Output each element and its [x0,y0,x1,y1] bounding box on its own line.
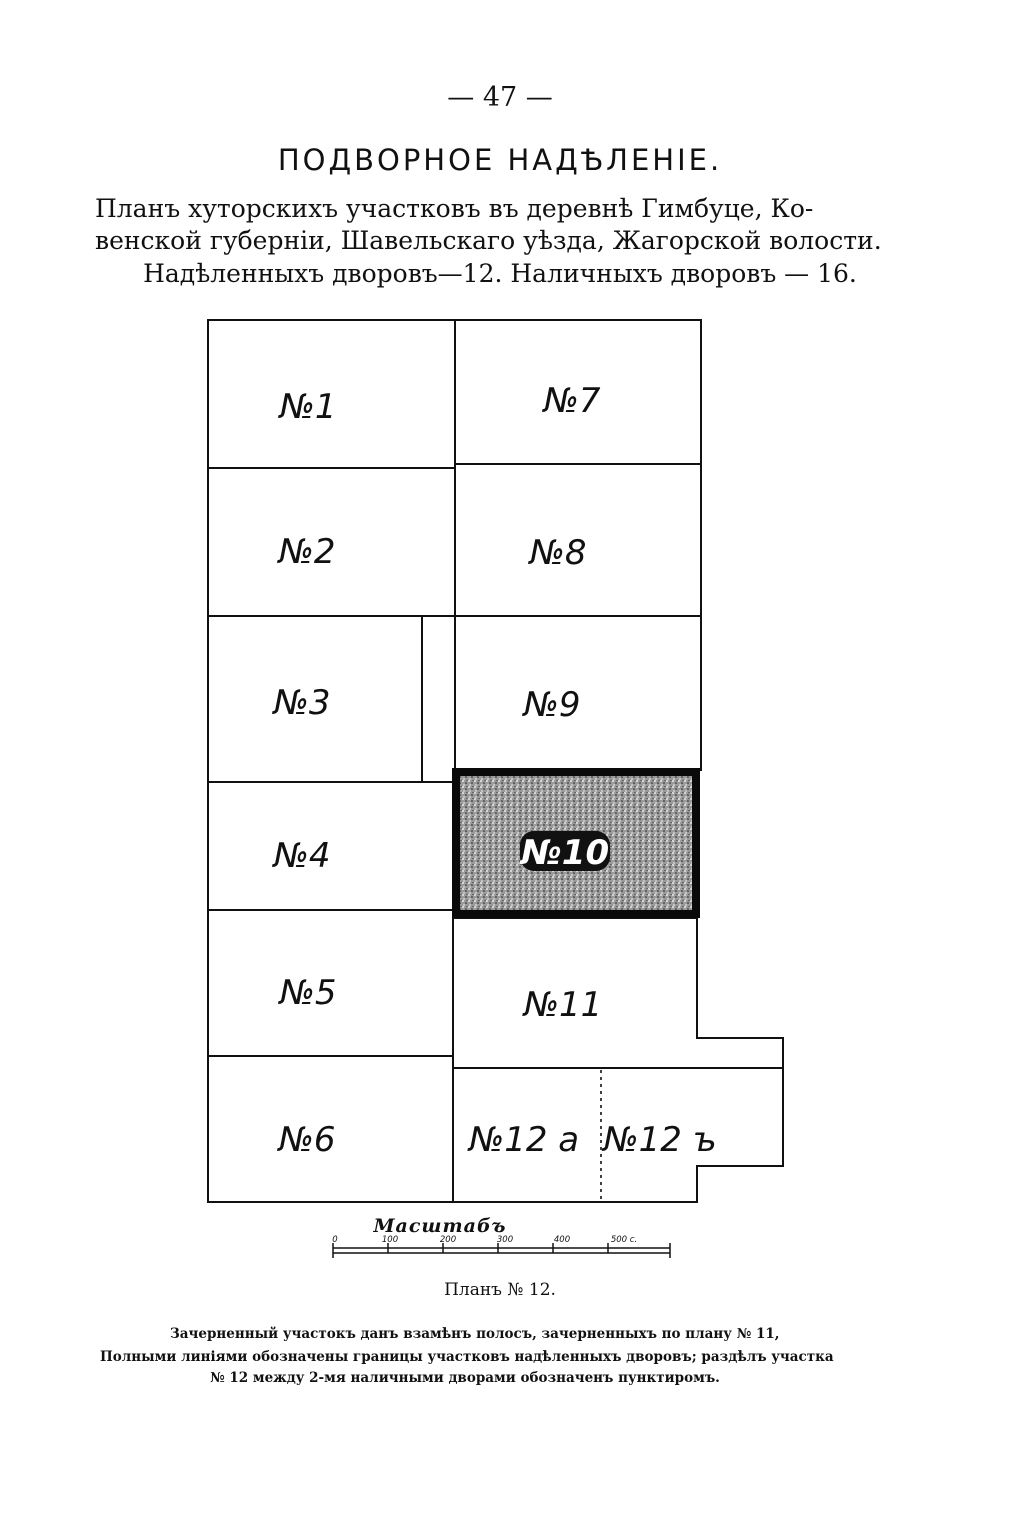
page-number: — 47 — [447,82,553,113]
plot-7-label: №7 [542,381,601,421]
subtitle-line-3: Надѣленныхъ дворовъ—12. Наличныхъ дворов… [143,259,857,288]
plot-8-label: №8 [528,533,587,573]
footnote-line-1: Зачерненный участокъ данъ взамѣнъ полосъ… [170,1326,780,1342]
scale-tick-100: 100 [382,1235,398,1245]
scale-bar [332,1243,671,1258]
plot-4-boundary [207,781,454,911]
plot-6-label: №6 [277,1120,336,1160]
plan-caption: Планъ № 12. [444,1280,556,1300]
scale-tick-200: 200 [440,1235,456,1245]
plot-10-label: №10 [519,833,609,873]
plot-4-label: №4 [272,836,331,876]
plot-12-boundary [452,1067,784,1203]
scale-tick-300: 300 [497,1235,513,1245]
plot-11-boundary [452,917,784,1069]
scale-tick-0: 0 [332,1235,337,1245]
plot-9-label: №9 [522,685,581,725]
footnote-line-2: Полными линіями обозначены границы участ… [100,1349,834,1365]
subtitle-line-2: венской губерніи, Шавельскаго уѣзда, Жаг… [95,226,882,255]
scale-tick-500: 500 с. [611,1235,637,1245]
scale-title: Масштабъ [373,1215,507,1237]
plot-3-label: №3 [272,683,331,723]
plot-12b-label: №12 ъ [601,1120,716,1160]
plot-2-label: №2 [277,532,336,572]
plot-1-label: №1 [278,387,337,427]
plot-5-label: №5 [278,973,337,1013]
subtitle-line-1: Планъ хуторскихъ участковъ въ деревнѣ Ги… [95,194,814,223]
page-title: ПОДВОРНОЕ НАДѢЛЕНІЕ. [277,143,723,177]
plot-11-label: №11 [522,985,603,1025]
scale-tick-400: 400 [554,1235,570,1245]
footnote-line-3: № 12 между 2-мя наличными дворами обозна… [210,1370,720,1386]
plot-12a-label: №12 а [467,1120,579,1160]
